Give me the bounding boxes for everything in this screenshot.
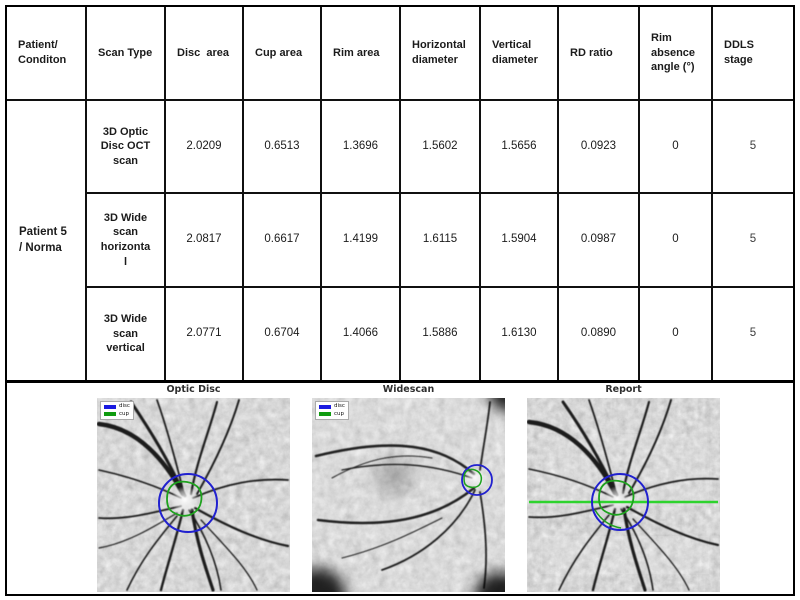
value-cell-rd-ratio: 0.0987	[559, 194, 640, 288]
report-fundus-image	[527, 398, 720, 592]
cup-legend-label: cup	[334, 410, 345, 417]
figure-title-report: Report	[605, 384, 642, 395]
header-cup-area: Cup area	[244, 7, 322, 101]
header-vertical-diameter: Vertical diameter	[481, 7, 559, 101]
header-rim-absence-angle: Rim absence angle (°)	[640, 7, 713, 101]
disc-legend-label: disc	[334, 403, 345, 409]
value-cell-ddls-stage: 5	[713, 101, 793, 194]
header-rim-area: Rim area	[322, 7, 401, 101]
disc-bright-spot	[171, 486, 199, 514]
cup-outline-path	[166, 480, 203, 517]
scan-type-cell: 3D Optic Disc OCT scan	[87, 101, 166, 194]
cup-legend-swatch	[319, 412, 331, 417]
header-ddls-stage: DDLS stage	[713, 7, 793, 101]
disc-legend-swatch	[104, 404, 116, 409]
disc-legend-swatch	[319, 404, 331, 409]
vignette-corners	[312, 398, 505, 592]
optic-disc-fundus-image	[97, 398, 290, 592]
value-cell-vertical-diameter: 1.5904	[481, 194, 559, 288]
macula-shadow	[364, 446, 424, 506]
value-cell-rd-ratio: 0.0890	[559, 288, 640, 380]
disc-outline-circle	[461, 464, 493, 496]
scan-type-cell: 3D Wide scan horizonta l	[87, 194, 166, 288]
legend-row-cup: cup	[319, 410, 345, 418]
value-cell-disc-area: 2.0817	[166, 194, 244, 288]
value-cell-rim-area: 1.3696	[322, 101, 401, 194]
disc-bright-spot	[604, 486, 630, 512]
value-cell-ddls-stage: 5	[713, 194, 793, 288]
value-cell-disc-area: 2.0771	[166, 288, 244, 380]
value-cell-ddls-stage: 5	[749, 327, 757, 340]
analysis-overlay-region	[541, 536, 709, 574]
figure-title-optic-disc: Optic Disc	[166, 384, 221, 395]
disc-legend-label: disc	[119, 403, 130, 409]
cup-outline-path	[598, 479, 635, 516]
legend-row-disc: disc	[319, 403, 345, 410]
cup-outline-path	[463, 468, 483, 489]
scan-type-cell: 3D Wide scan vertical	[87, 288, 166, 380]
header-scan-type: Scan Type	[87, 7, 166, 101]
value-cell-vertical-diameter: 1.6130	[481, 288, 559, 380]
disc-outline-circle	[591, 473, 649, 531]
value-cell-vertical-diameter: 1.5656	[481, 101, 559, 194]
cup-legend-label: cup	[119, 410, 130, 417]
value-cell-cup-area: 0.6617	[244, 194, 322, 288]
widescan-fundus-image	[312, 398, 505, 592]
value-cell-horizontal-diameter: 1.5602	[401, 101, 481, 194]
header-disc-area: Disc area	[166, 7, 244, 101]
value-cell-rim-absence-angle: 0	[640, 101, 713, 194]
legend-optic-disc: disc cup	[100, 401, 134, 420]
legend-widescan: disc cup	[315, 401, 349, 420]
cup-tail-path	[594, 509, 622, 529]
patient-condition-cell: Patient 5 / Norma	[7, 101, 87, 380]
legend-row-cup: cup	[104, 410, 130, 418]
header-horizontal-diameter: Horizontal diameter	[401, 7, 481, 101]
header-rd-ratio: RD ratio	[559, 7, 640, 101]
value-cell-rim-area: 1.4066	[322, 288, 401, 380]
cup-legend-swatch	[104, 412, 116, 417]
value-cell-horizontal-diameter: 1.6115	[401, 194, 481, 288]
page-border-frame	[5, 5, 795, 596]
disc-outline-circle	[158, 473, 218, 533]
legend-row-disc: disc	[104, 403, 130, 410]
value-cell-cup-area: 0.6704	[244, 288, 322, 380]
value-cell-rim-absence-angle: 0	[640, 288, 713, 380]
value-cell-rd-ratio: 0.0923	[559, 101, 640, 194]
value-cell-disc-area: 2.0209	[166, 101, 244, 194]
value-cell-rim-area: 1.4199	[322, 194, 401, 288]
value-cell-rim-absence-angle: 0	[640, 194, 713, 288]
figure-title-widescan: Widescan	[382, 384, 435, 395]
value-cell-cup-area: 0.6513	[244, 101, 322, 194]
value-cell-horizontal-diameter: 1.5886	[401, 288, 481, 380]
header-patient-condition: Patient/ Conditon	[7, 7, 87, 101]
measurements-table: Patient/ Conditon Scan Type Disc area Cu…	[7, 7, 793, 383]
